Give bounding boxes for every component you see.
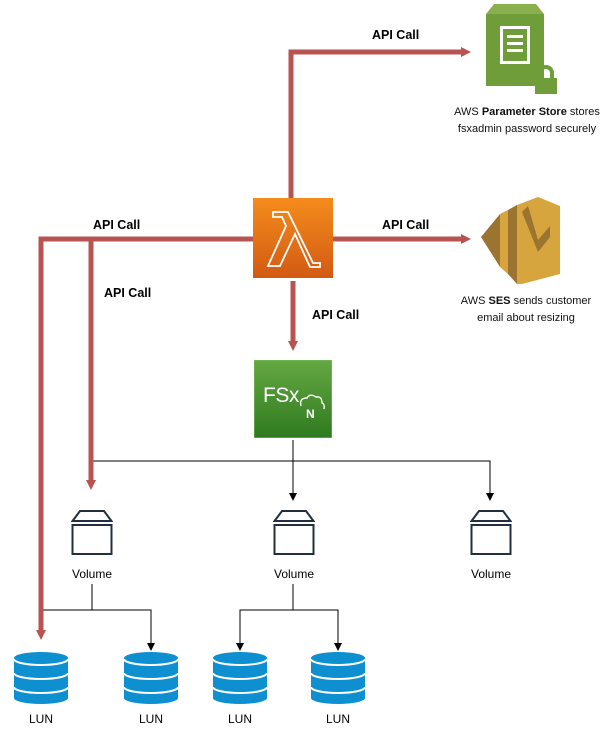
parameter-store-caption: AWS Parameter Store stores fsxadmin pass… xyxy=(442,104,612,138)
lun-node-2[interactable] xyxy=(123,650,179,705)
connector-volume1-bus xyxy=(41,584,93,611)
caption-text: AWS xyxy=(454,106,482,118)
api-call-label-param-store: API Call xyxy=(372,28,420,42)
volume-label-1: Volume xyxy=(71,567,113,581)
connector-fsx-to-volume-3 xyxy=(293,460,494,501)
volume-label-3: Volume xyxy=(470,567,512,581)
lock-icon xyxy=(535,65,557,94)
svg-text:FSx: FSx xyxy=(263,384,300,407)
connector-volume2-to-lun4 xyxy=(293,609,342,651)
lun-label-4: LUN xyxy=(325,712,350,726)
connector-volume1-to-lun2 xyxy=(92,609,155,651)
volume-icon xyxy=(272,510,316,555)
caption-line2: fsxadmin password securely xyxy=(457,123,597,135)
volume-node-1[interactable] xyxy=(70,506,114,556)
volume-label-2: Volume xyxy=(273,567,315,581)
fsx-netapp-icon: FSx N xyxy=(253,359,333,439)
lun-database-icon xyxy=(310,652,366,704)
lambda-icon xyxy=(253,198,333,278)
volume-node-2[interactable] xyxy=(272,506,316,556)
caption-text: AWS xyxy=(460,295,489,307)
lun-database-icon xyxy=(212,652,268,704)
caption-text: stores xyxy=(566,106,600,118)
lun-label-1: LUN xyxy=(28,712,53,726)
lun-label-2: LUN xyxy=(138,712,163,726)
ses-node[interactable] xyxy=(480,192,560,284)
parameter-store-node[interactable] xyxy=(486,0,558,96)
api-call-label-fsx: API Call xyxy=(312,308,360,322)
lun-node-4[interactable] xyxy=(310,650,366,705)
fsx-ontap-node[interactable]: FSx N xyxy=(253,359,333,439)
api-arrow-to-param-store xyxy=(288,47,471,198)
api-call-label-ses: API Call xyxy=(382,218,430,232)
api-call-label-volume: API Call xyxy=(104,286,152,300)
lambda-function-node[interactable] xyxy=(253,198,333,278)
lun-database-icon xyxy=(123,652,179,704)
lun-database-icon xyxy=(13,652,69,704)
caption-line2: email about resizing xyxy=(477,312,575,324)
caption-text: sends customer xyxy=(510,295,592,307)
caption-bold: Parameter Store xyxy=(481,106,567,118)
volume-icon xyxy=(469,510,513,555)
connector-volume2-to-lun3 xyxy=(236,584,294,651)
volume-icon xyxy=(70,510,114,555)
parameter-store-icon xyxy=(486,4,557,94)
lun-label-3: LUN xyxy=(227,712,252,726)
ses-icon xyxy=(481,197,560,284)
svg-text:N: N xyxy=(306,407,315,421)
caption-bold: SES xyxy=(488,295,511,307)
api-call-label-lun: API Call xyxy=(93,218,141,232)
ses-caption: AWS SES sends customer email about resiz… xyxy=(440,293,612,327)
lun-node-3[interactable] xyxy=(212,650,268,705)
api-arrow-to-lun xyxy=(36,236,253,640)
connector-fsx-to-volume-1 xyxy=(92,440,294,462)
volume-node-3[interactable] xyxy=(469,506,513,556)
lun-node-1[interactable] xyxy=(13,650,69,705)
